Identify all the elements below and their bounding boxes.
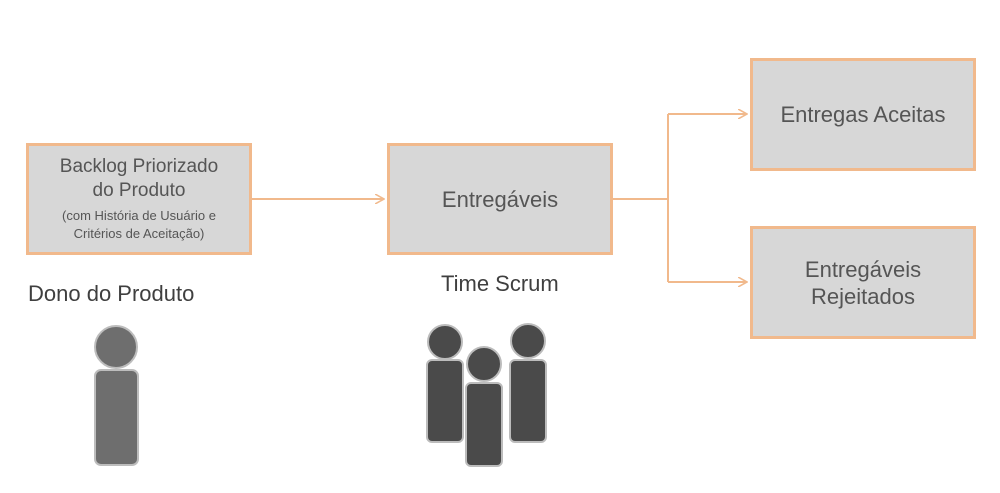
entregas-aceitas-title: Entregas Aceitas: [780, 102, 946, 127]
backlog-note-line2: Critérios de Aceitação): [73, 226, 205, 241]
rejeitados-title-line1: Entregáveis: [804, 256, 922, 282]
person-icon: [94, 325, 139, 466]
backlog-note-line1: (com História de Usuário e: [62, 208, 216, 223]
backlog-box: Backlog Priorizado do Produto (com Histó…: [26, 143, 252, 255]
group-icon: [426, 323, 547, 467]
entregaveis-box: Entregáveis: [387, 143, 613, 255]
entregas-aceitas-box: Entregas Aceitas: [750, 58, 976, 171]
scrum-team-label: Time Scrum: [441, 271, 559, 296]
entregaveis-title: Entregáveis: [441, 186, 559, 212]
entregaveis-rejeitados-box: Entregáveis Rejeitados: [750, 226, 976, 339]
rejeitados-title-line2: Rejeitados: [811, 283, 915, 309]
product-owner-label: Dono do Produto: [28, 281, 195, 306]
backlog-title-line2: do Produto: [92, 180, 186, 201]
backlog-title-line1: Backlog Priorizado: [59, 156, 219, 177]
